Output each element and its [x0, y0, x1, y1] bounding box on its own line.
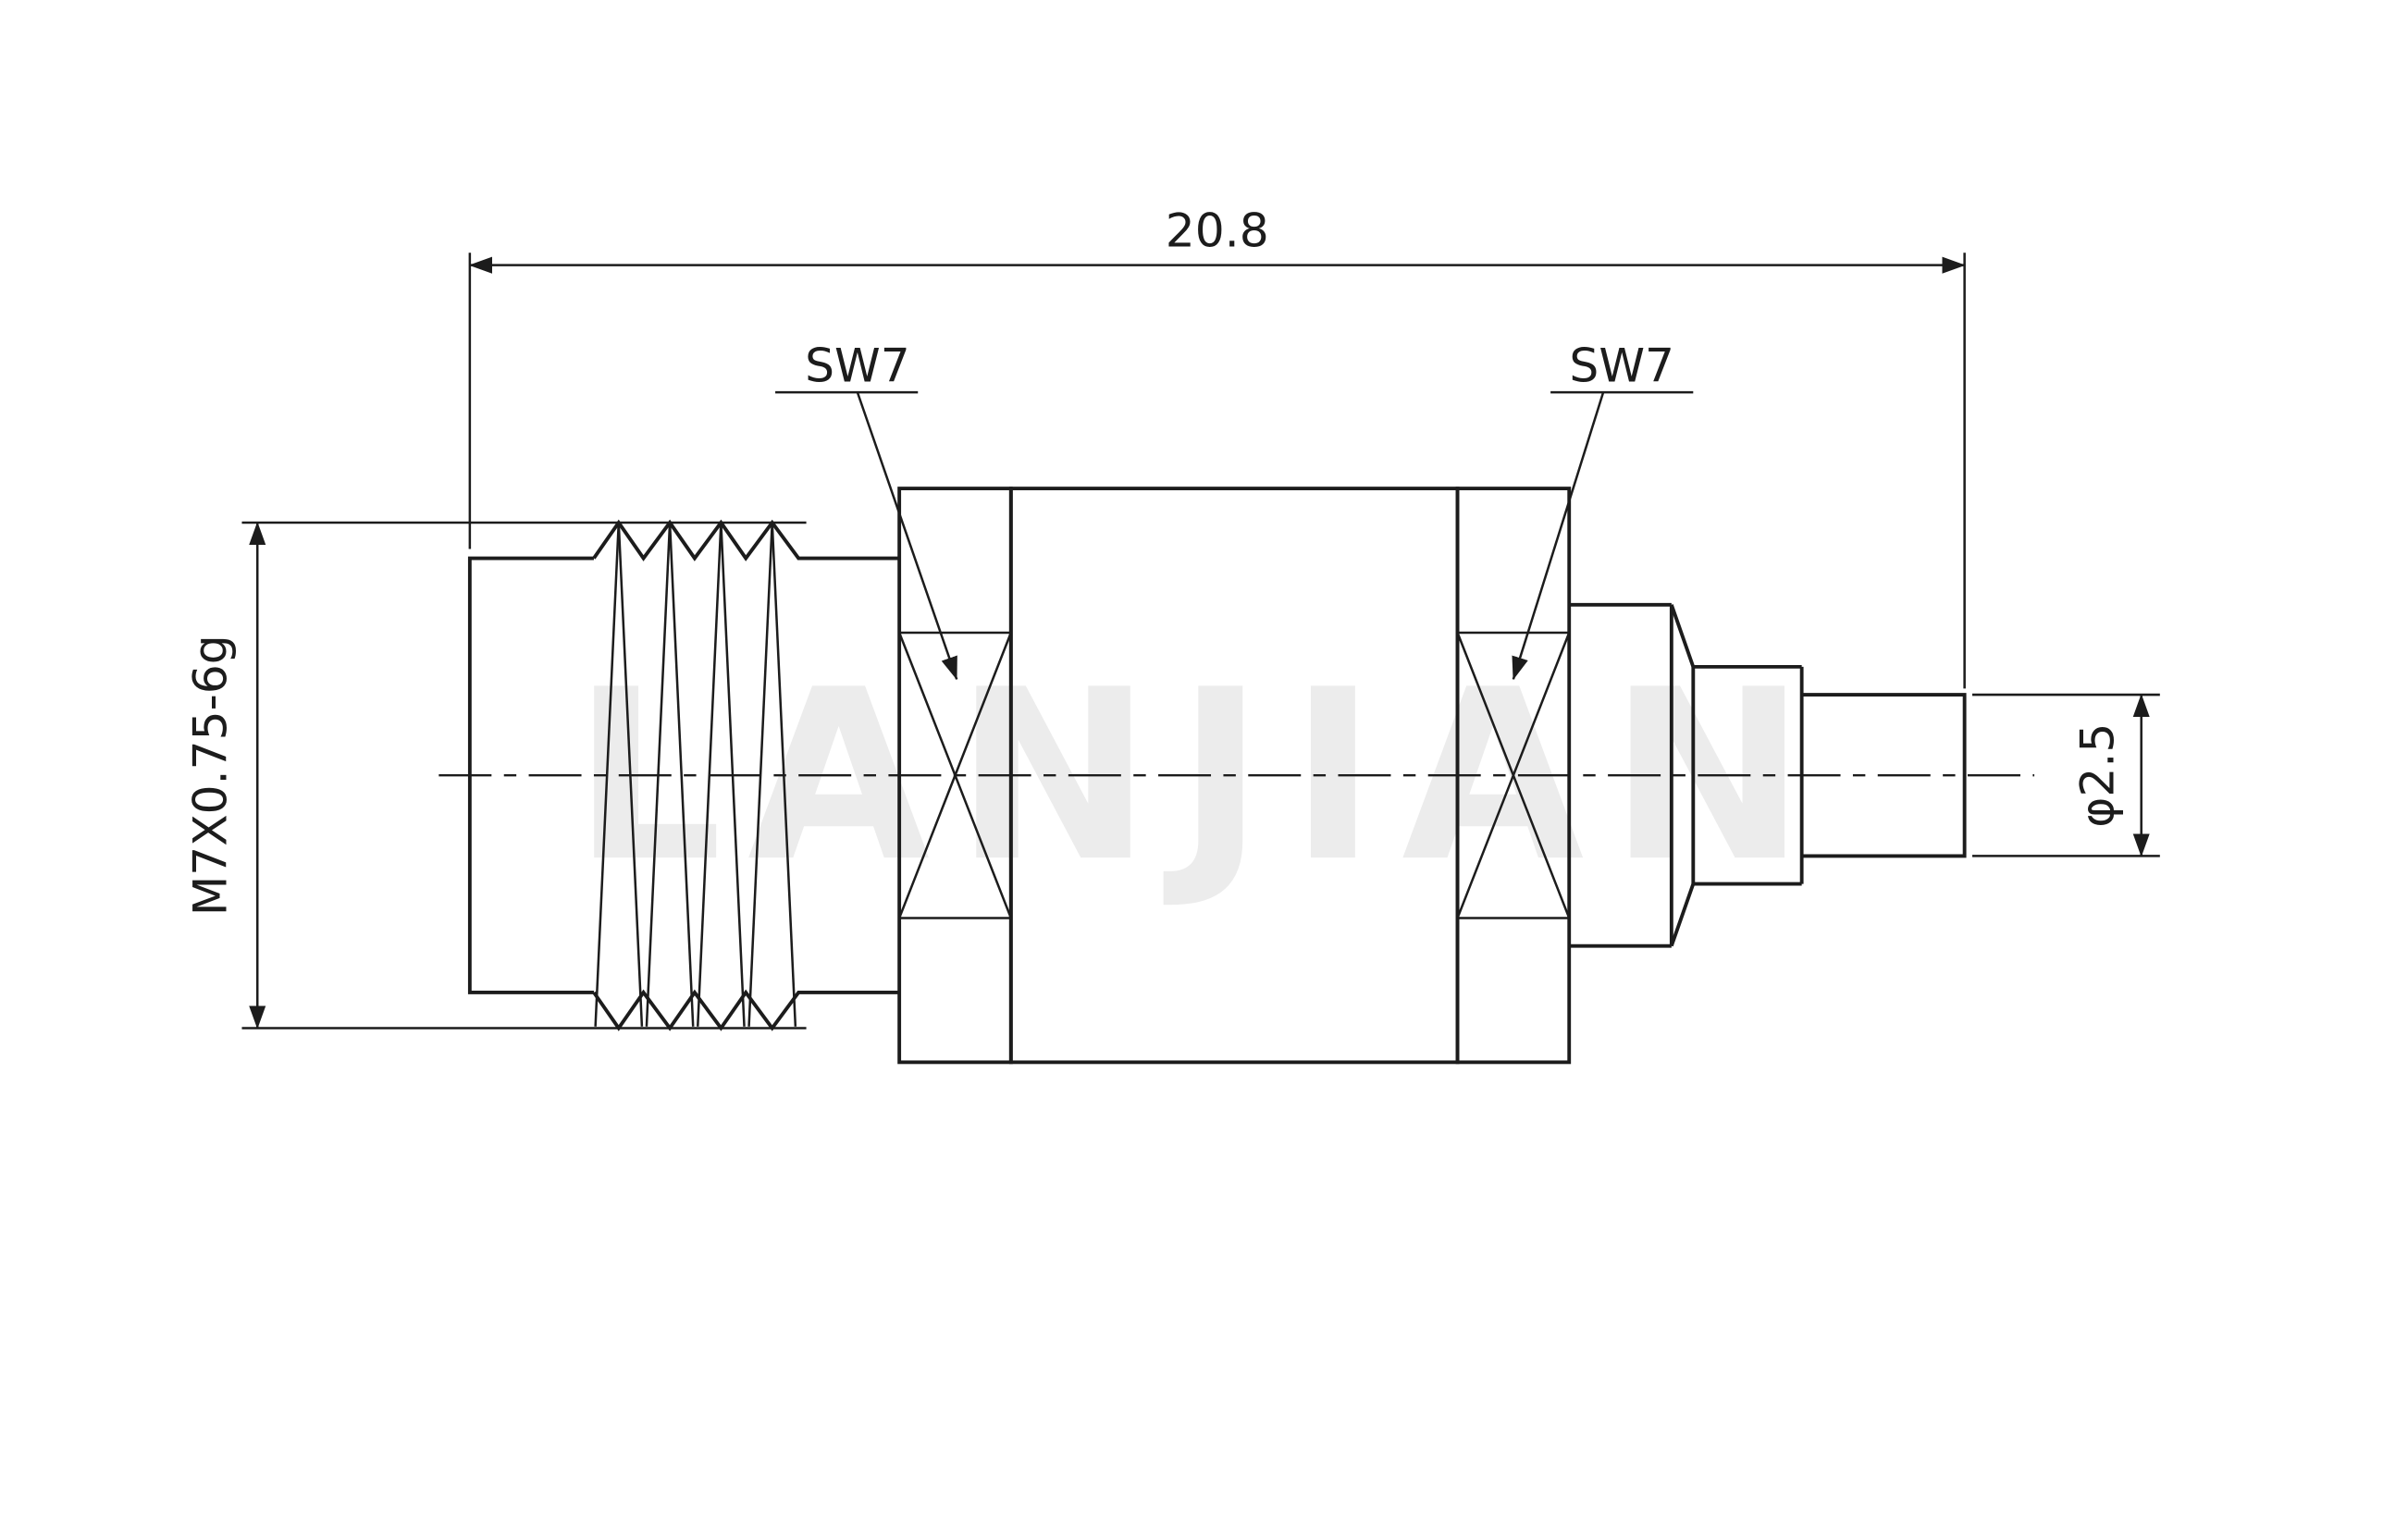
tip-cylinder [1801, 693, 1967, 858]
dimension-overall-length: 20.8 [468, 203, 1966, 689]
leader-sw7-right: SW7 [1512, 338, 1694, 681]
tip-diameter-label: φ2.5 [2070, 723, 2125, 828]
thread-spec-label: M7X0.75-6g [183, 635, 238, 916]
mid-cylinder [1691, 664, 1804, 886]
wrench-size-label-left: SW7 [805, 338, 910, 392]
leader-line [1512, 391, 1605, 681]
left-body [467, 556, 594, 994]
part-outline [467, 487, 1967, 1065]
hex-flange-right [1455, 487, 1572, 1065]
thread-flank-line [747, 522, 773, 1027]
thread-flank-line [617, 522, 644, 1027]
dimension-thread: M7X0.75-6g [183, 521, 807, 1030]
knurl-cross-line [897, 632, 1012, 919]
thread-flank-line [696, 522, 722, 1027]
thread-crest-top [592, 519, 900, 561]
leader-line [856, 391, 958, 681]
thread-section [592, 519, 900, 1031]
watermark-text: LANJIAN [573, 639, 1831, 914]
thread-flank-line [645, 522, 672, 1027]
step-collar [1569, 602, 1673, 948]
thread-crest-bottom [592, 989, 900, 1031]
step-chamfer-bottom [1670, 882, 1696, 947]
rear-step-section [1569, 602, 1967, 948]
thread-flank-line [720, 522, 746, 1027]
thread-flank-line [771, 522, 797, 1027]
hex-flange-right-outline [1455, 487, 1572, 1065]
step-chamfer-top [1670, 604, 1696, 668]
wrench-size-label-right: SW7 [1569, 338, 1674, 392]
overall-length-label: 20.8 [1166, 203, 1269, 258]
leader-sw7-left: SW7 [775, 338, 958, 681]
thread-flank-line [594, 522, 621, 1027]
knurl-cross-line [1456, 632, 1571, 919]
dimension-tip-diameter: φ2.5 [1972, 693, 2160, 857]
thread-flank-line [668, 522, 695, 1027]
